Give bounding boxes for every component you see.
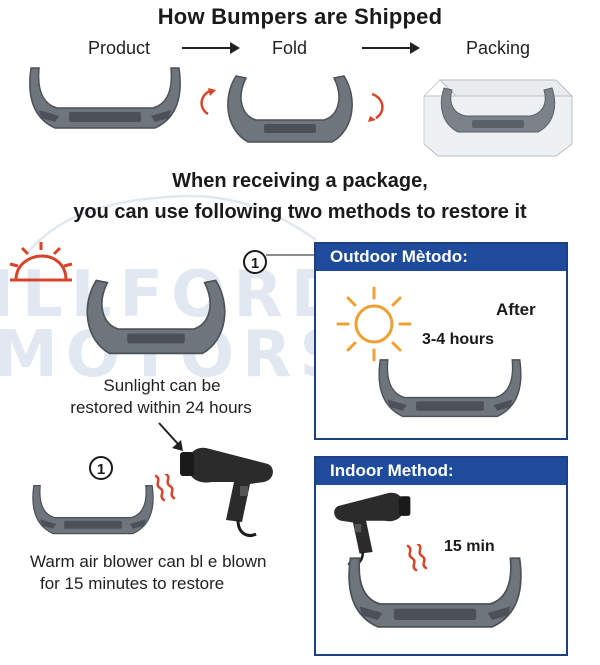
- heat-gun-icon: [178, 446, 275, 537]
- bumper-restored-image: [378, 359, 522, 418]
- indoor-duration: 15 min: [444, 538, 495, 555]
- outdoor-panel-header: Outdoor Mètodo:: [316, 244, 566, 271]
- step-label-fold: Fold: [272, 38, 308, 58]
- bumper-sunlight-image: [86, 279, 226, 355]
- sunlight-caption-line2: restored within 24 hours: [70, 398, 252, 417]
- method-number-badge: 1: [89, 456, 113, 480]
- watermark-car-outline: [25, 194, 317, 255]
- bumper-fold-image: [227, 75, 353, 143]
- blower-caption-line2: for 15 minutes to restore: [40, 574, 225, 593]
- sunlight-caption-line1: Sunlight can be: [103, 376, 221, 395]
- connector-line: [266, 254, 316, 256]
- arrow-down-right-icon: [158, 422, 183, 451]
- step-label-packing: Packing: [466, 38, 531, 58]
- arrow-right-icon: [362, 42, 420, 54]
- instructions-headline-line2: you can use following two methods to res…: [73, 201, 527, 223]
- heat-waves-icon: [154, 474, 176, 502]
- instructions-headline-line1: When receiving a package,: [172, 170, 428, 192]
- arrow-right-icon: [182, 42, 240, 54]
- bumper-blower-image: [32, 485, 154, 535]
- bumper-indoor-image: [348, 557, 522, 628]
- outdoor-duration: 3-4 hours: [422, 331, 495, 348]
- method-number-badge: 1: [243, 250, 267, 274]
- packing-box-image: [423, 79, 574, 157]
- after-label: After: [496, 300, 536, 319]
- bumper-product-image: [29, 67, 181, 129]
- page-title: How Bumpers are Shipped: [157, 4, 443, 29]
- rotate-arrow-icon: [368, 92, 384, 122]
- blower-caption-line1: Warm air blower can bl e blown: [30, 552, 267, 571]
- rotate-arrow-icon: [200, 88, 216, 116]
- step-label-product: Product: [88, 38, 151, 58]
- indoor-panel-header: Indoor Method:: [316, 458, 566, 485]
- sun-icon: [9, 242, 73, 282]
- watermark-text: ILLFORD: [0, 258, 352, 332]
- sun-icon: [336, 286, 412, 362]
